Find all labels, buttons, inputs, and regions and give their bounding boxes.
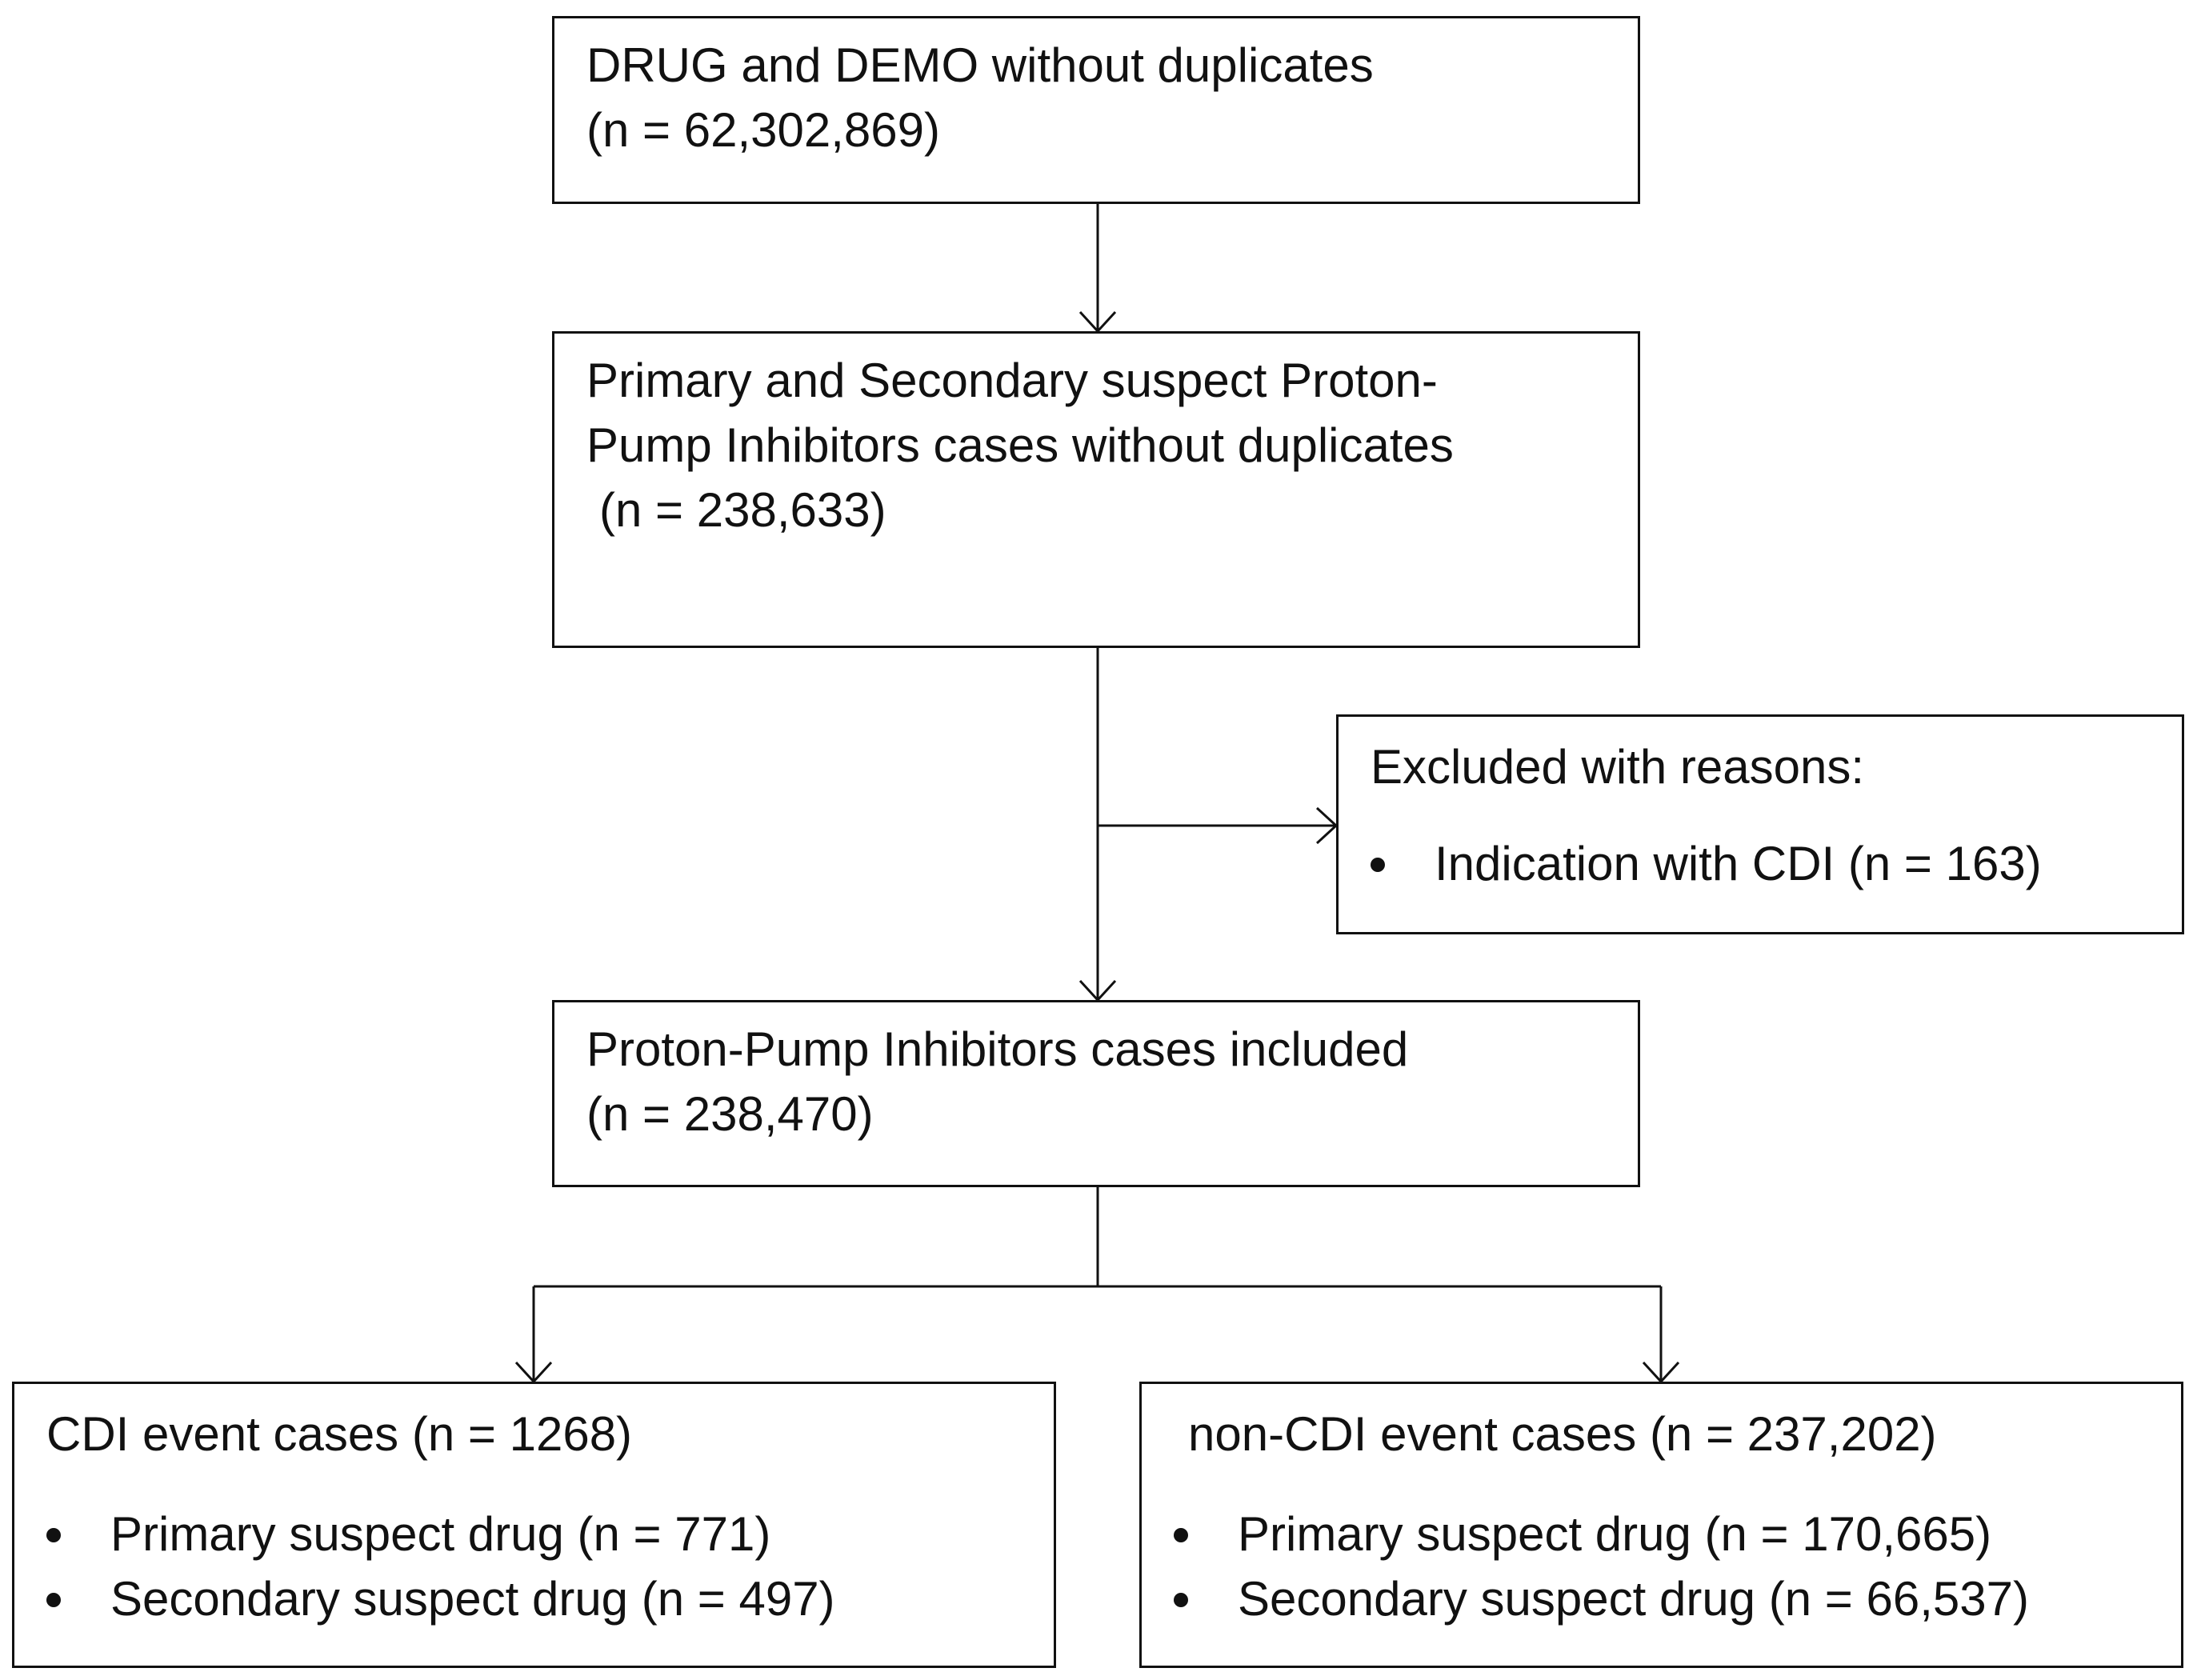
source-data-count: (n = 62,302,869) bbox=[586, 103, 941, 157]
excluded-heading: Excluded with reasons: bbox=[1371, 740, 1864, 794]
included-label: Proton-Pump Inhibitors cases included bbox=[586, 1022, 1409, 1076]
non-cdi-secondary-item: Secondary suspect drug (n = 66,537) bbox=[1174, 1566, 2029, 1631]
cdi-primary-item: Primary suspect drug (n = 771) bbox=[46, 1502, 835, 1566]
non-cdi-breakdown-list: Primary suspect drug (n = 170,665) Secon… bbox=[1174, 1502, 2029, 1631]
excluded-reason-text: Indication with CDI (n = 163) bbox=[1435, 837, 2042, 890]
included-count: (n = 238,470) bbox=[586, 1087, 874, 1141]
bullet-dot bbox=[46, 1593, 61, 1607]
non-cdi-title: non-CDI event cases (n = 237,202) bbox=[1188, 1407, 1937, 1461]
bullet-dot bbox=[46, 1528, 61, 1542]
excluded-reasons-list: Indication with CDI (n = 163) bbox=[1371, 831, 2042, 896]
source-data-label: DRUG and DEMO without duplicates bbox=[586, 38, 1374, 92]
excluded-box: Excluded with reasons: Indication with C… bbox=[1336, 714, 2184, 934]
bullet-dot bbox=[1371, 858, 1385, 872]
cdi-primary-text: Primary suspect drug (n = 771) bbox=[110, 1507, 771, 1561]
non-cdi-box: non-CDI event cases (n = 237,202) Primar… bbox=[1139, 1382, 2183, 1668]
non-cdi-primary-text: Primary suspect drug (n = 170,665) bbox=[1238, 1507, 1992, 1561]
suspect-ppi-count: (n = 238,633) bbox=[599, 483, 886, 537]
cdi-secondary-text: Secondary suspect drug (n = 497) bbox=[110, 1572, 835, 1626]
suspect-ppi-label-line1: Primary and Secondary suspect Proton- bbox=[586, 354, 1438, 407]
excluded-reason-item: Indication with CDI (n = 163) bbox=[1371, 831, 2042, 896]
suspect-ppi-box: Primary and Secondary suspect Proton- Pu… bbox=[552, 331, 1640, 648]
cdi-box: CDI event cases (n = 1268) Primary suspe… bbox=[12, 1382, 1056, 1668]
bullet-dot bbox=[1174, 1593, 1188, 1607]
cdi-secondary-item: Secondary suspect drug (n = 497) bbox=[46, 1566, 835, 1631]
suspect-ppi-label-line2: Pump Inhibitors cases without duplicates bbox=[586, 418, 1454, 472]
included-box: Proton-Pump Inhibitors cases included (n… bbox=[552, 1000, 1640, 1187]
cdi-breakdown-list: Primary suspect drug (n = 771) Secondary… bbox=[46, 1502, 835, 1631]
non-cdi-secondary-text: Secondary suspect drug (n = 66,537) bbox=[1238, 1572, 2029, 1626]
cdi-title: CDI event cases (n = 1268) bbox=[46, 1407, 633, 1461]
bullet-dot bbox=[1174, 1528, 1188, 1542]
source-data-box: DRUG and DEMO without duplicates (n = 62… bbox=[552, 16, 1640, 204]
non-cdi-primary-item: Primary suspect drug (n = 170,665) bbox=[1174, 1502, 2029, 1566]
